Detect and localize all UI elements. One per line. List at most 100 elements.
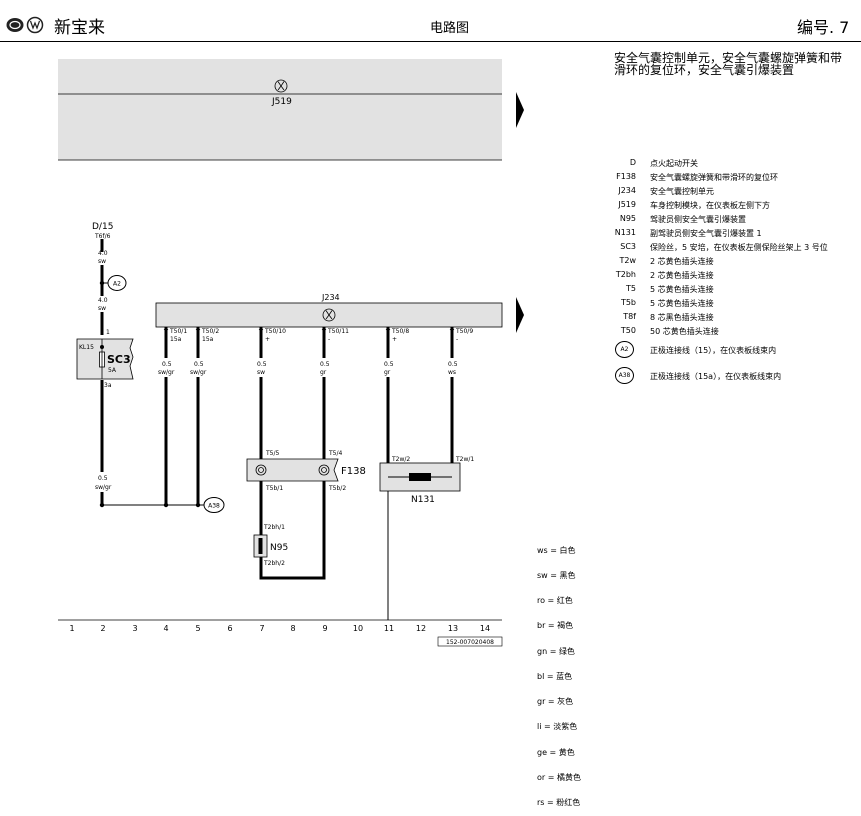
- grid-number: 5: [195, 624, 200, 633]
- legend-connector-a38: A38: [615, 367, 634, 384]
- igniter-element-icon: [409, 473, 431, 481]
- grid-number: 12: [416, 624, 426, 633]
- f138-label: F138: [341, 466, 366, 477]
- legend-desc: 车身控制模块，在仪表板左侧下方: [650, 201, 770, 210]
- grid-number: 8: [290, 624, 295, 633]
- header-divider: [0, 41, 861, 42]
- ignition-switch-label: D/15: [92, 222, 113, 232]
- wire-col-5: 0.5 sw/gr: [190, 327, 207, 505]
- j519-module: [58, 59, 502, 160]
- grid-number: 3: [132, 624, 137, 633]
- wire-n95-return: [259, 481, 326, 580]
- wire-size-label: 0.5: [98, 475, 108, 482]
- fuse-pin-bottom: 3a: [104, 382, 112, 389]
- wire-col-7: 0.5 sw: [257, 327, 267, 459]
- legend-desc: 5 芯黄色插头连接: [650, 285, 714, 294]
- color-code: sw = 黑色: [537, 571, 576, 581]
- doc-ref-box: [437, 636, 503, 647]
- wire-col-11: 0.5 gr: [384, 327, 394, 463]
- legend-code: D: [629, 158, 636, 167]
- f138-pin-t5-5: T5/5: [265, 450, 280, 457]
- legend-code: J234: [618, 186, 636, 195]
- legend-desc: 正极连接线（15a），在仪表板线束内: [650, 372, 782, 381]
- color-code: bl = 蓝色: [537, 671, 573, 681]
- legend-code: T2w: [619, 256, 636, 265]
- document-number: 编号. 7: [797, 18, 850, 37]
- legend-desc: 副驾驶员侧安全气囊引爆装置 1: [650, 229, 762, 238]
- legend-code: N131: [614, 228, 636, 237]
- color-code: br = 褐色: [537, 621, 574, 631]
- n95-label: N95: [270, 543, 288, 553]
- wire-color-label: sw/gr: [95, 484, 112, 491]
- wire-color-codes: ws = 白色 sw = 黑色 ro = 红色 br = 褐色 gn = 绿色 …: [537, 530, 581, 816]
- f138-clock-spring: [246, 458, 339, 482]
- continuation-arrow-icon: [516, 297, 524, 333]
- svg-text:0.5: 0.5: [162, 361, 172, 368]
- spiral-spring-icon: [255, 464, 267, 476]
- j234-ground-symbol-icon: [322, 308, 336, 322]
- legend-code: N95: [619, 214, 636, 223]
- legend-desc: 50 芯黄色插头连接: [650, 327, 719, 336]
- j234-label: J234: [321, 293, 340, 302]
- f138-pin-t5b-1: T5b/1: [265, 485, 283, 492]
- doc-ref: 152-007020408: [446, 639, 494, 646]
- color-code: ws = 白色: [537, 545, 576, 555]
- svg-text:sw: sw: [257, 369, 265, 376]
- j519-label: J519: [271, 97, 292, 107]
- wire-size-label: 4.0: [98, 250, 108, 257]
- connector-a2: [107, 275, 127, 291]
- brand-logos-icon: [6, 16, 44, 34]
- n131-label: N131: [411, 495, 435, 505]
- n95-pin-2: T2bh/2: [263, 560, 285, 567]
- svg-text:15a: 15a: [202, 336, 214, 343]
- wire-col-13: 0.5 ws: [448, 327, 458, 463]
- svg-text:15a: 15a: [170, 336, 182, 343]
- color-code: ge = 黄色: [537, 747, 575, 757]
- legend-code: T2bh: [615, 270, 636, 279]
- svg-text:-: -: [456, 336, 458, 343]
- svg-text:+: +: [392, 336, 397, 343]
- svg-text:+: +: [265, 336, 270, 343]
- connector-a38: [203, 497, 225, 513]
- svg-text:0.5: 0.5: [448, 361, 458, 368]
- color-code: li = 淡紫色: [537, 722, 578, 732]
- continuation-arrow-icon: [516, 92, 524, 128]
- svg-text:0.5: 0.5: [194, 361, 204, 368]
- legend-desc: 驾驶员侧安全气囊引爆装置: [650, 215, 746, 224]
- grid-number: 4: [163, 624, 168, 633]
- color-code: gr = 灰色: [537, 697, 574, 707]
- legend-connector-a2: A2: [615, 341, 634, 358]
- n131-pin-t2w-2: T2w/2: [391, 456, 410, 463]
- kl15-label: KL15: [79, 344, 94, 351]
- grid-number: 6: [227, 624, 232, 633]
- f138-pin-t5b-2: T5b/2: [328, 485, 346, 492]
- svg-text:sw/gr: sw/gr: [190, 369, 207, 376]
- description-line-1: 安全气囊控制单元，安全气囊螺旋弹簧和带: [614, 51, 843, 65]
- svg-text:T50/11: T50/11: [327, 328, 349, 335]
- junction-dot: [99, 280, 105, 286]
- n131-pin-t2w-1: T2w/1: [455, 456, 474, 463]
- ignition-switch-pin: T6f/6: [94, 233, 111, 240]
- svg-text:T50/10: T50/10: [264, 328, 286, 335]
- spiral-spring-icon: [318, 464, 330, 476]
- legend-desc: 2 芯黄色插头连接: [650, 271, 714, 280]
- svg-text:T50/2: T50/2: [201, 328, 219, 335]
- grid-number: 7: [259, 624, 264, 633]
- fuse-holder: [76, 338, 134, 380]
- grid-number: 14: [480, 624, 490, 633]
- legend-desc: 安全气囊螺旋弹簧和带滑环的复位环: [650, 173, 778, 182]
- grid-number: 2: [100, 624, 105, 633]
- j234-pin-t50-11: T50/11 -: [321, 326, 349, 343]
- legend-desc: 5 芯黄色插头连接: [650, 299, 714, 308]
- legend-desc: 正极连接线（15），在仪表板线束内: [650, 346, 777, 355]
- legend-code: T5b: [620, 298, 636, 307]
- legend-code: SC3: [620, 242, 636, 251]
- grid-number: 1: [69, 624, 74, 633]
- svg-text:T50/1: T50/1: [169, 328, 187, 335]
- legend-desc: 保险丝，5 安培，在仪表板左侧保险丝架上 3 号位: [650, 243, 828, 252]
- grid-number: 11: [384, 624, 394, 633]
- j519-ground-symbol-icon: [274, 79, 288, 93]
- legend-desc: 安全气囊控制单元: [650, 187, 714, 196]
- svg-text:gr: gr: [384, 369, 391, 376]
- f138-pin-t5-4: T5/4: [328, 450, 343, 457]
